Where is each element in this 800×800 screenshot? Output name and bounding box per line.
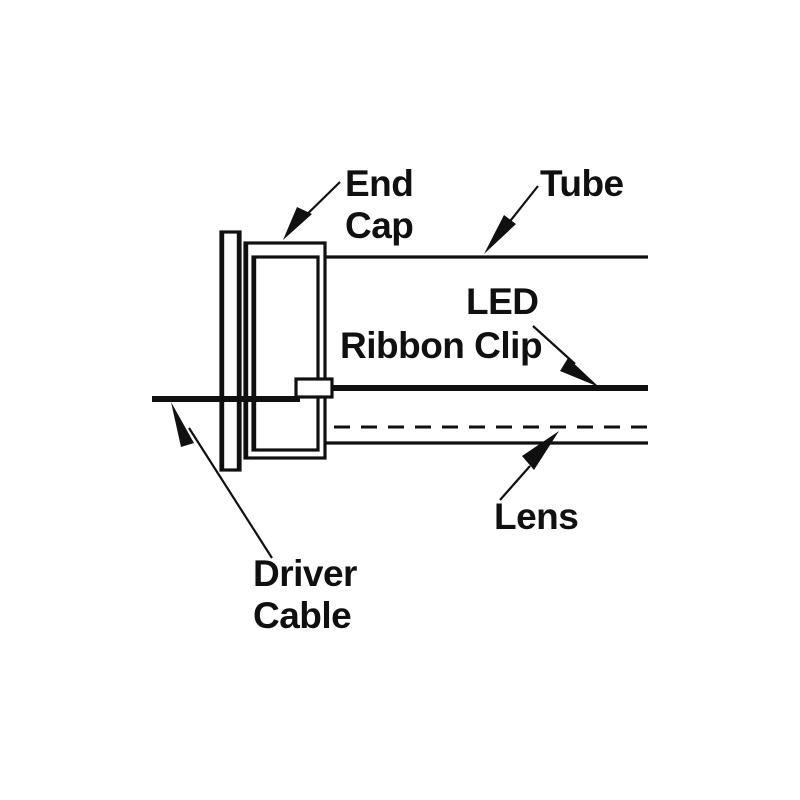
label-end-cap-line1: End — [345, 163, 413, 204]
led-ribbon-clip-part — [294, 377, 334, 399]
end-cap-arrow-icon — [283, 207, 312, 240]
label-end-cap-line2: Cap — [345, 205, 413, 246]
end-cap-group — [243, 241, 327, 460]
label-led-line1: LED — [466, 281, 539, 322]
lens-arrow-icon — [522, 431, 559, 470]
label-tube: Tube — [540, 163, 624, 204]
lens-leader-line — [499, 465, 531, 501]
driver-cable-arrow-icon — [171, 402, 194, 447]
lens-leader-group — [499, 431, 559, 501]
tube-arrow-icon — [484, 215, 516, 254]
label-tube-line1: Tube — [540, 163, 624, 204]
tube-leader-group — [484, 185, 539, 254]
flange-edge-overlay — [221, 232, 257, 470]
label-driver-line1: Driver — [253, 553, 357, 594]
end-cap-leader-group — [283, 181, 341, 240]
label-led-ribbon-clip: LED Ribbon Clip — [340, 281, 543, 366]
label-lens-line1: Lens — [494, 496, 578, 537]
ribbon-clip-group — [294, 377, 334, 399]
label-end-cap: End Cap — [345, 163, 414, 246]
label-driver-cable: Driver Cable — [253, 553, 358, 636]
led-leader-group — [532, 325, 599, 387]
label-driver-line2: Cable — [253, 595, 351, 636]
label-lens: Lens — [494, 496, 579, 537]
end-cap-inner-body — [251, 255, 320, 452]
driver-cable-leader-line — [188, 427, 273, 559]
led-leader-line — [532, 325, 576, 365]
driver-cable-leader-group — [171, 402, 273, 559]
label-led-line2: Ribbon Clip — [340, 325, 542, 366]
led-arrow-icon — [560, 358, 599, 387]
